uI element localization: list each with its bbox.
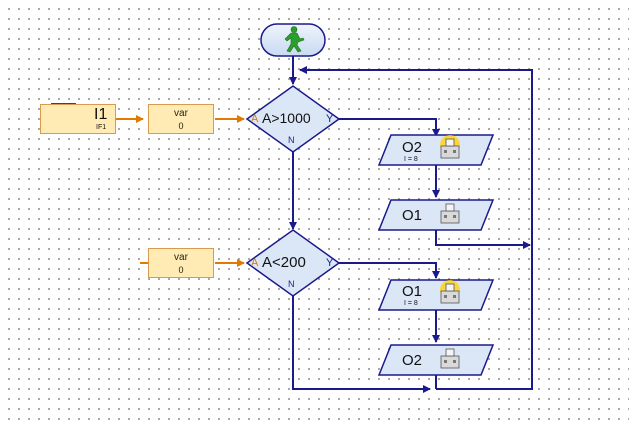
var-value: 0 [178, 265, 184, 275]
branch-diamond-1[interactable] [245, 85, 341, 153]
start-node[interactable] [260, 23, 326, 57]
input-block-i1[interactable]: I1 IF1 [40, 104, 116, 134]
output-block-3[interactable] [377, 279, 495, 311]
lamp-off-icon [440, 348, 460, 369]
green-walking-figure-icon [284, 26, 305, 53]
branch-diamond-2[interactable] [245, 229, 341, 297]
output-1-detail: I = 8 [404, 156, 418, 163]
branch-2-yes: Y [326, 257, 334, 269]
output-4-label: O2 [402, 352, 423, 369]
var-block-1[interactable]: var 0 [148, 104, 214, 134]
data-connections [115, 115, 245, 267]
output-2-label: O1 [402, 207, 423, 224]
branch-2-port-a: A [251, 257, 259, 269]
input-sublabel: IF1 [96, 124, 107, 131]
var-label: var [174, 108, 188, 119]
branch-1-no: N [288, 135, 295, 145]
lamp-off-icon [440, 203, 460, 224]
output-block-2[interactable] [377, 199, 495, 231]
branch-1-port-a: A [251, 113, 259, 125]
input-label: I1 [94, 106, 108, 123]
branch-1-condition: A>1000 [262, 110, 311, 126]
output-block-1[interactable] [377, 134, 495, 166]
flow-connections [289, 56, 533, 393]
output-1-label: O2 [402, 139, 423, 156]
output-block-4[interactable] [377, 344, 495, 376]
var-value: 0 [178, 121, 184, 131]
branch-2-no: N [288, 279, 295, 289]
var-block-2[interactable]: var 0 [148, 248, 214, 278]
output-3-label: O1 [402, 283, 423, 300]
branch-2-condition: A<200 [262, 254, 306, 271]
lamp-on-icon [440, 280, 460, 304]
output-3-detail: I = 8 [404, 300, 418, 307]
branch-1-yes: Y [326, 113, 334, 125]
var-label: var [174, 252, 188, 263]
lamp-on-icon [440, 135, 460, 159]
